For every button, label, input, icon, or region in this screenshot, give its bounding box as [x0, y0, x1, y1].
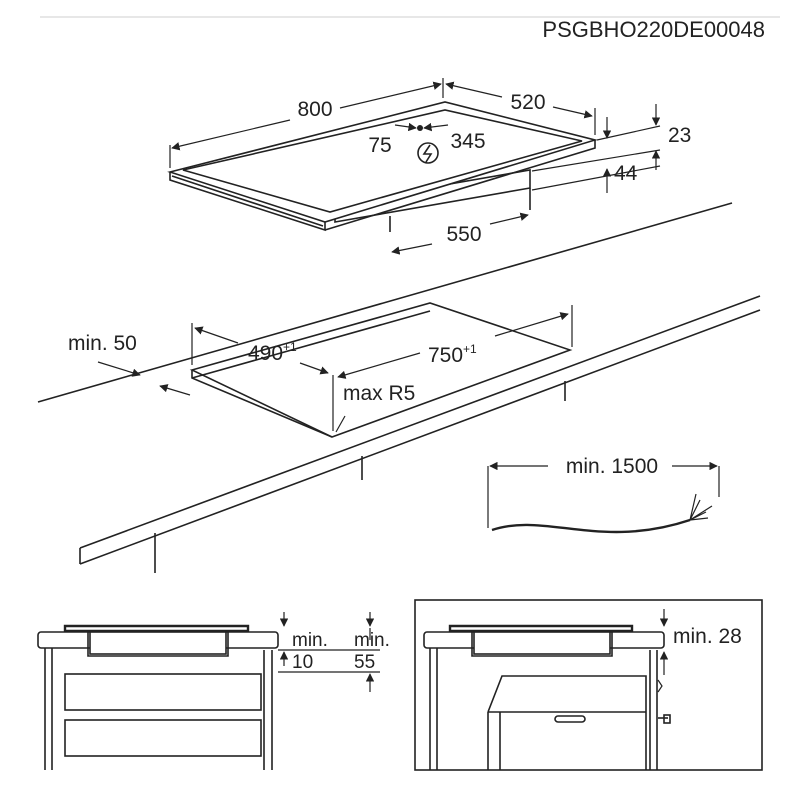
drawer-install-drawing: min. 10 min. 55 [37, 612, 390, 770]
oven-install-drawing: min. 28 [414, 599, 763, 771]
dim-bottom-550: 550 [391, 212, 529, 255]
cutout-opening [189, 302, 573, 438]
svg-text:min.: min. [292, 630, 328, 651]
svg-text:800: 800 [297, 98, 332, 121]
label-345: 345 [450, 130, 485, 153]
document-code: PSGBHO220DE00048 [542, 17, 765, 42]
dim-thickness: 23 44 [531, 104, 691, 193]
svg-text:550: 550 [446, 223, 481, 246]
svg-text:23: 23 [668, 124, 691, 147]
dim-depth-520: 520 [445, 81, 596, 135]
svg-text:55: 55 [354, 652, 375, 673]
cable-drawing: min. 1500 [487, 455, 720, 534]
dim-cutout-490: 490+1 [191, 323, 329, 375]
svg-text:44: 44 [614, 162, 638, 185]
label-750: 750+1 [428, 342, 477, 367]
hob-drawing [167, 101, 598, 232]
svg-text:520: 520 [510, 91, 545, 114]
svg-text:min.: min. [354, 630, 390, 651]
svg-text:max R5: max R5 [343, 382, 415, 405]
svg-text:min. 50: min. 50 [68, 332, 137, 355]
worktop [37, 202, 761, 573]
dim-cutout-750: 750+1 [332, 305, 573, 431]
cable-entry-icon [417, 142, 439, 164]
label-75: 75 [368, 134, 391, 157]
svg-text:min. 1500: min. 1500 [566, 455, 658, 478]
svg-text:10: 10 [292, 652, 313, 673]
radius-label: max R5 [335, 382, 415, 433]
dim-edge-min50: min. 50 [68, 332, 191, 396]
svg-text:min. 28: min. 28 [673, 625, 742, 648]
label-490: 490+1 [248, 340, 297, 365]
dim-width-800: 800 [169, 78, 444, 168]
